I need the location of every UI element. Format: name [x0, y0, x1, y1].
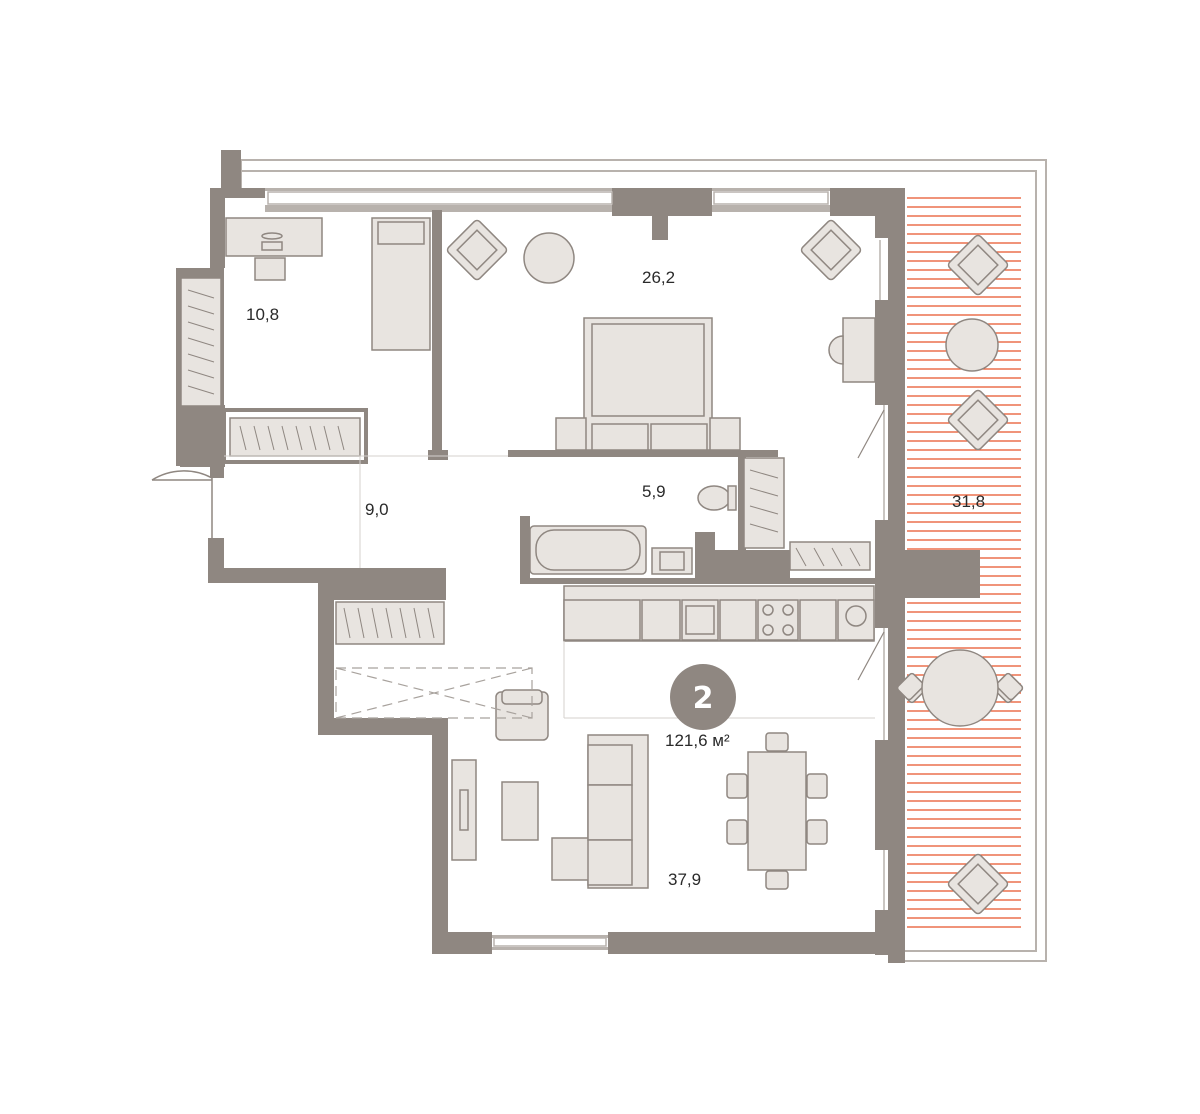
total-area: 121,6 м²: [665, 731, 730, 750]
wardrobe-hangers: [187, 289, 861, 639]
area-living-kitchen: 37,9: [668, 870, 701, 889]
area-bathroom: 5,9: [642, 482, 666, 501]
area-bedroom: 26,2: [642, 268, 675, 287]
furniture: [180, 217, 1024, 915]
windows: [267, 191, 885, 947]
area-terrace: 31,8: [952, 492, 985, 511]
rooms-count-badge: 2: [670, 664, 736, 730]
balcony-doors: [857, 409, 885, 681]
hallway-closet-outline: [335, 667, 533, 719]
room-labels: 10,8 26,2 9,0 5,9 37,9 31,8: [246, 268, 985, 889]
entry-door: [151, 470, 213, 538]
rooms-count: 2: [693, 681, 714, 716]
area-study-bedroom: 10,8: [246, 305, 279, 324]
area-hallway: 9,0: [365, 500, 389, 519]
